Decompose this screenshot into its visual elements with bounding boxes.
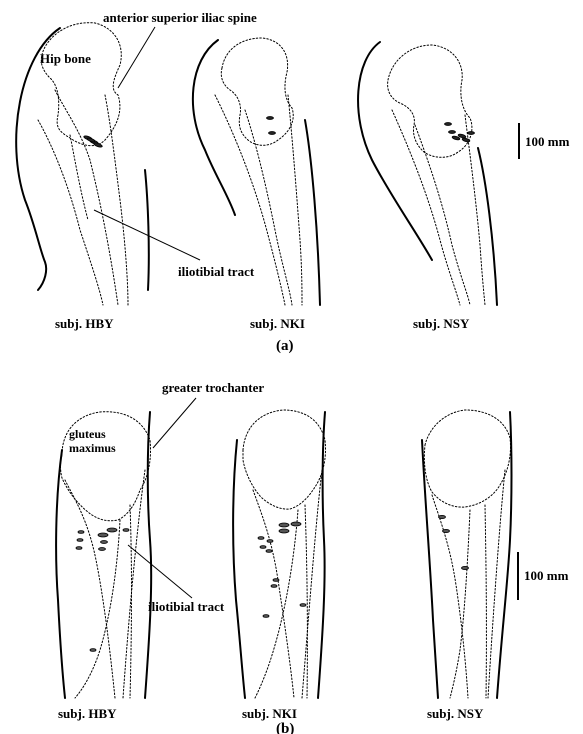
hotspots-a-nsy [445,123,475,143]
subject-label-b-nki: subj. NKI [242,706,297,721]
label-asis: anterior superior iliac spine [103,10,257,25]
hotspots-b-nsy [439,515,469,569]
label-iliotibial-a: iliotibial tract [178,264,255,279]
subject-label-a-nki: subj. NKI [250,316,305,331]
leader-trochanter [153,398,196,448]
label-hip-bone: Hip bone [40,51,91,66]
leader-iliotibial-b [128,545,192,598]
label-trochanter: greater trochanter [162,380,264,395]
label-gluteus-1: gluteus [69,427,106,441]
hotspots-b-hby [76,528,129,651]
label-gluteus-2: maximus [69,441,116,455]
leader-asis [118,27,155,88]
panel-a: 100 mm anterior superior iliac spine Hip… [16,10,569,354]
panel-label-b: (b) [276,721,294,734]
subject-label-b-hby: subj. HBY [58,706,117,721]
scale-bar-label-b: 100 mm [524,568,569,583]
hotspots-b-nki [258,522,306,617]
panel-b: 100 mm greater trochanter gluteus maximu… [56,380,568,734]
thigh-outline-a-nsy [358,42,497,305]
thigh-outline-b-nsy [422,410,512,698]
hotspots-a-nki [267,117,276,135]
label-iliotibial-b: iliotibial tract [148,599,225,614]
scale-bar-label-a: 100 mm [525,134,570,149]
subject-label-a-hby: subj. HBY [55,316,114,331]
hotspots-a-hby [83,135,103,148]
subject-label-b-nsy: subj. NSY [427,706,484,721]
thigh-outline-b-nki [233,410,325,698]
panel-label-a: (a) [276,338,294,354]
subject-label-a-nsy: subj. NSY [413,316,470,331]
